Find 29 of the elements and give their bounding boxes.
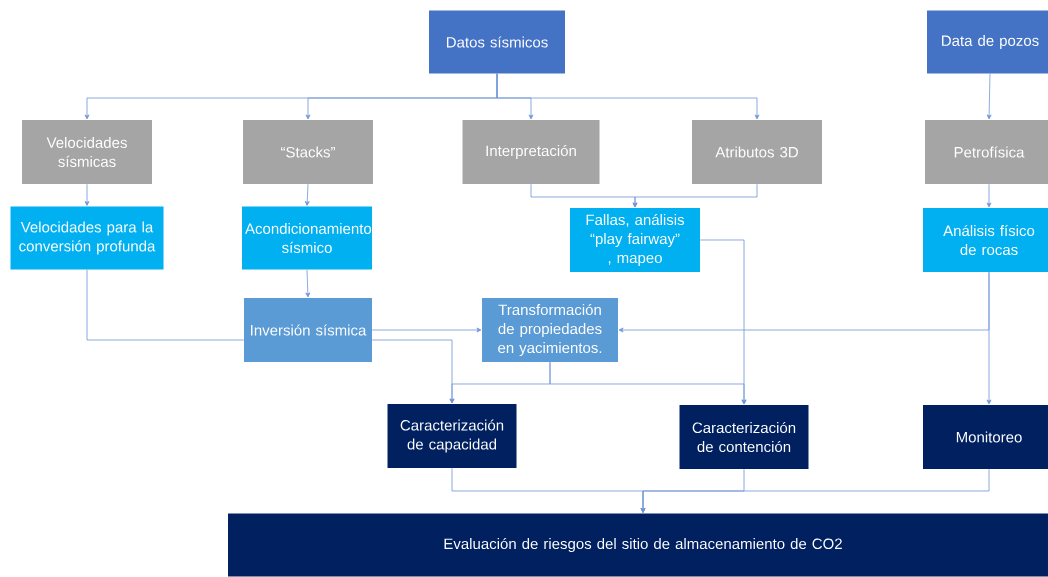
process-box: Análisis físico de rocas — [923, 208, 1048, 272]
arrow — [84, 183, 90, 206]
process-box: Inversión sísmica — [244, 298, 372, 362]
process-box: Petrofísica — [925, 120, 1048, 184]
arrow — [640, 468, 990, 513]
arrow — [305, 269, 311, 298]
process-box: Transformación de propiedades en yacimientos. — [482, 298, 618, 362]
connector-line — [86, 269, 245, 341]
arrow — [986, 73, 992, 120]
process-box: Velocidades para la conversión profunda — [10, 206, 164, 270]
process-box: Interpretación — [462, 120, 600, 184]
process-box: Acondicionamiento sísmico — [242, 206, 372, 270]
arrow — [496, 73, 760, 120]
source-box: Datos sísmicos — [429, 10, 565, 74]
arrow — [632, 183, 758, 208]
arrow — [549, 361, 747, 405]
arrow — [986, 271, 992, 405]
result-box: Monitoreo — [923, 405, 1048, 469]
process-box: Fallas, análisis “play fairway” , mapeo — [570, 208, 700, 272]
output-banner: Evaluación de riesgos del sitio de almacenamiento de CO2 — [228, 513, 1048, 577]
arrow — [986, 183, 992, 208]
process-box: “Stacks” — [243, 120, 373, 184]
arrow — [371, 327, 482, 333]
arrow — [304, 183, 310, 206]
process-box: Velocidades sísmicas — [22, 120, 152, 184]
result-box: Caracterización de capacidad — [387, 404, 517, 468]
process-box: Atributos 3D — [692, 120, 822, 184]
source-box: Data de pozos — [927, 10, 1048, 74]
result-box: Caracterización de contención — [679, 405, 809, 469]
